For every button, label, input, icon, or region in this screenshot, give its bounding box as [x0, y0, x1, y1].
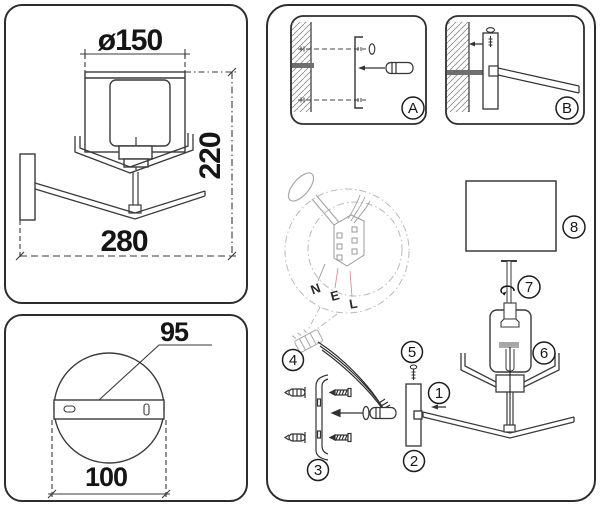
step-b-label: B — [562, 100, 572, 117]
wall-lamp-side-view — [15, 49, 238, 261]
part-3-label: 3 — [314, 462, 322, 479]
rotation-arrow-icon — [500, 285, 515, 296]
screwdriver-icon — [358, 61, 414, 75]
dim-base-label: 100 — [85, 462, 127, 492]
part-5-label: 5 — [408, 344, 416, 361]
part-6-label: 6 — [540, 345, 548, 362]
width-dimension — [15, 220, 238, 261]
part-1-label: 1 — [435, 385, 443, 402]
shade-holder-arms — [460, 353, 560, 388]
wall-ledge — [292, 63, 314, 68]
diameter-dimension — [80, 49, 190, 72]
bracket-inner — [321, 378, 329, 455]
side-view-drawing: ø150 220 280 — [15, 24, 238, 261]
leader-e — [334, 267, 339, 289]
slot-right — [143, 403, 150, 416]
mounting-bar — [53, 399, 165, 420]
leader-n — [317, 263, 326, 282]
part-4-label: 4 — [289, 352, 297, 369]
mounting-bracket-side — [354, 36, 363, 109]
step-a-badge — [401, 96, 425, 120]
step-b-badge — [555, 96, 579, 120]
part-5-screw-icon — [409, 364, 418, 380]
arm-joint — [488, 65, 499, 77]
lamp-wires — [317, 341, 394, 416]
part-3-badge — [306, 458, 330, 482]
screwdriver-icon-2 — [330, 405, 397, 421]
dim-bracket-label: 95 — [160, 317, 189, 347]
step-a-label: A — [408, 100, 418, 117]
wire-label-l: L — [348, 295, 358, 311]
screwdriver-grey-icon — [287, 172, 343, 235]
arm-side — [497, 67, 580, 94]
shade-holder — [74, 133, 194, 174]
dim-diameter-label: ø150 — [98, 24, 163, 57]
part-5-badge — [400, 340, 424, 364]
part-2-label: 2 — [410, 453, 418, 470]
screw-head-icon — [368, 43, 376, 55]
wall-ledge-b — [447, 70, 489, 75]
wall-screw-icon — [328, 387, 352, 398]
outer-shade — [465, 180, 557, 252]
callout-tail — [307, 306, 338, 333]
wall-plate — [19, 153, 36, 221]
wiring-callout: N E L — [284, 172, 410, 333]
terminal-block — [333, 214, 365, 267]
assembly-panel: A — [266, 4, 596, 502]
arm-assembly — [422, 411, 575, 439]
leader-l — [349, 270, 353, 298]
wire-label-e: E — [329, 287, 342, 304]
part-7-badge — [517, 275, 541, 299]
dim-height-label: 220 — [194, 132, 227, 179]
shade-outline — [84, 71, 186, 170]
finial-rod — [501, 260, 517, 304]
part-8-label: 8 — [570, 219, 578, 236]
part-1-arrow-icon — [431, 404, 446, 410]
dim-width-label: 280 — [100, 225, 147, 258]
socket-label — [499, 342, 519, 348]
part-6-badge — [532, 341, 556, 365]
screw-guides — [298, 46, 366, 103]
leader-95 — [98, 344, 212, 401]
glass-with-socket — [489, 302, 532, 373]
wall-anchor-icon — [283, 387, 306, 398]
wall-hatch-b — [447, 22, 469, 112]
bracket-outer — [315, 374, 329, 461]
part-badges: 1 2 3 4 5 6 7 8 — [281, 215, 586, 482]
stem — [128, 172, 142, 214]
part-4-terminal — [291, 329, 394, 416]
part-2-badge — [402, 449, 426, 473]
cable-wires — [347, 194, 371, 224]
backplate-drawing: 95 100 — [47, 317, 212, 499]
backplate-panel: 95 100 — [4, 314, 248, 502]
inset-b: B — [445, 15, 585, 125]
part-2-backplate — [405, 383, 423, 447]
side-view-panel: ø150 220 280 — [4, 4, 248, 304]
top-screw-icon — [485, 27, 496, 47]
part-3-hardware — [283, 374, 397, 461]
wire-label-n: N — [308, 280, 322, 297]
part-7-label: 7 — [525, 279, 533, 296]
part-1-badge — [427, 381, 451, 405]
slot-left — [63, 405, 76, 413]
swing-arm — [34, 182, 206, 220]
backplate-view — [47, 344, 212, 499]
part-8-badge — [562, 215, 586, 239]
insert-arrow-icon — [469, 41, 483, 47]
stem-foot — [503, 424, 516, 433]
lamp-assembly — [422, 180, 575, 439]
assembly-drawing: A — [281, 15, 586, 482]
inset-a: A — [290, 15, 427, 125]
base-dimension — [47, 420, 171, 499]
stem-lines — [506, 392, 514, 425]
part-4-badge — [281, 348, 305, 372]
